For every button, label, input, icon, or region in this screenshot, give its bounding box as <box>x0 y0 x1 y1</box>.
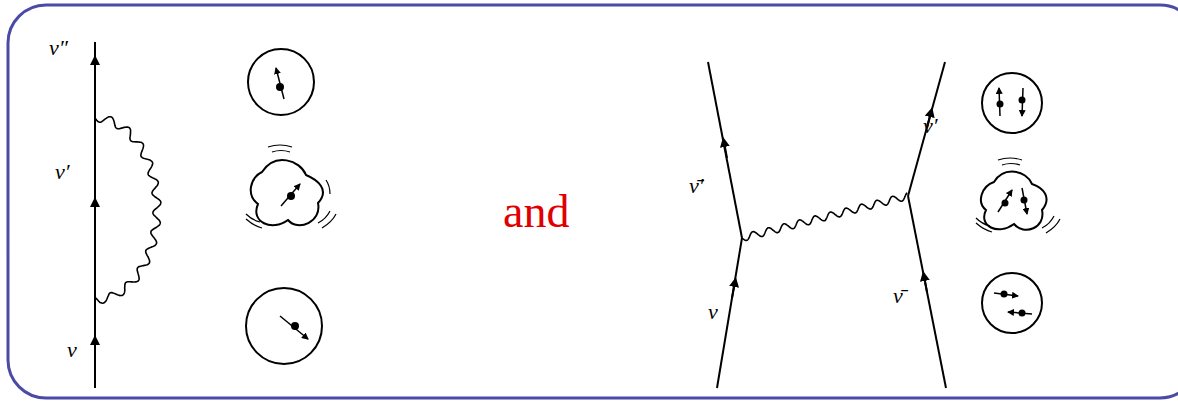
spin-cartoon-right <box>976 73 1060 333</box>
photon-exchange <box>742 193 907 241</box>
conjunction-text: and <box>503 189 569 235</box>
state-label: ν <box>67 339 77 361</box>
exchange-diagram <box>708 62 946 388</box>
state-label: ν̄ <box>893 285 903 307</box>
spin-cartoon-left <box>246 49 336 364</box>
state-label: ν <box>708 301 718 323</box>
state-label: ν′ <box>923 115 938 137</box>
state-label: ν′ <box>55 161 70 183</box>
photon-loop <box>95 117 161 304</box>
frame-border <box>8 5 1178 398</box>
state-label: ν̄′ <box>689 175 704 197</box>
self-energy-diagram <box>94 42 96 388</box>
state-label: ν″ <box>49 37 68 59</box>
photon-lines <box>95 117 907 304</box>
